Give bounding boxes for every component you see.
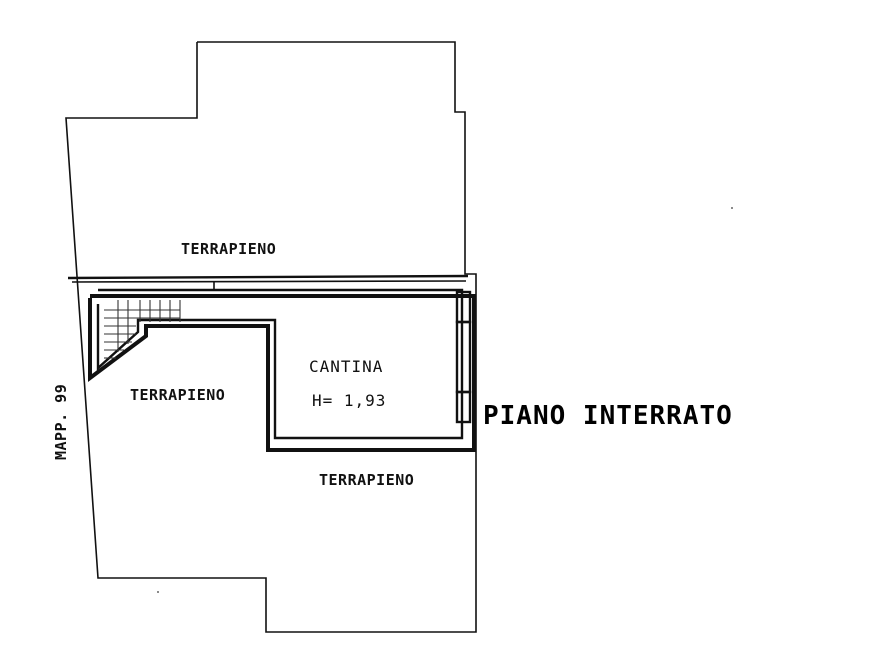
lightwell-middle [455,320,472,394]
speck-mark [157,591,159,593]
staircase [104,300,181,359]
level-title: PIANO INTERRATO [483,401,733,431]
cellar-height-label: H= 1,93 [312,391,386,410]
cellar-outer-wall [88,294,476,452]
fill-separation-line-2 [71,280,467,283]
cellar-inner-wall [96,288,464,440]
parcel-label: MAPP. 99 [52,384,70,460]
lightwell-lower [455,390,472,424]
fill-label-left: TERRAPIENO [130,386,225,404]
speck-mark [731,207,733,209]
fill-label-bottom: TERRAPIENO [319,471,414,489]
cellar-label: CANTINA [309,357,383,376]
fill-separation-line [67,274,469,280]
lot-boundary [65,41,477,633]
fill-label-top: TERRAPIENO [181,240,276,258]
